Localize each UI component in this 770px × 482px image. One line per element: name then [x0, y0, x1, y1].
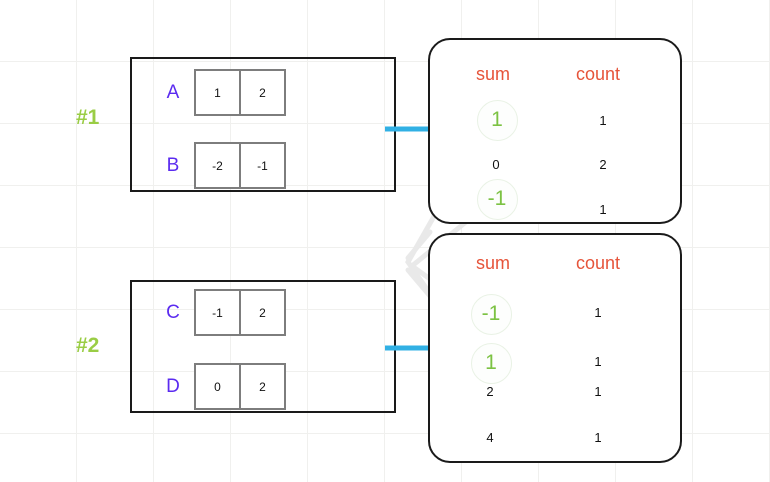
highlight-circle-panel2-row1: [471, 294, 512, 335]
aggregate-sum-panel2-row2: 1: [485, 351, 497, 374]
cell-D-1: 2: [239, 363, 286, 410]
row-letter-A: A: [166, 81, 180, 103]
row-cells-B: -2 -1: [194, 142, 286, 189]
aggregate-sum-panel2-row3: 2: [486, 384, 494, 399]
aggregate-count-panel1-row3: 1: [599, 202, 607, 217]
aggregate-sum-panel2-row4: 4: [486, 430, 494, 445]
aggregate-count-panel2-row1: 1: [594, 305, 602, 320]
aggregate-count-panel2-row4: 1: [594, 430, 602, 445]
aggregate-sum-panel1-row2: 0: [492, 157, 500, 172]
aggregate-sum-panel1-row3: -1: [487, 187, 507, 210]
shuffle-line-stub-b: [405, 267, 433, 299]
cell-B-1: -1: [239, 142, 286, 189]
shuffle-line-stub-a: [405, 229, 433, 261]
row-cells-A: 1 2: [194, 69, 286, 116]
cell-B-0: -2: [194, 142, 241, 189]
aggregate-header-count-1: count: [576, 64, 621, 84]
table-row: B -2 -1: [152, 142, 286, 189]
aggregate-header-sum-2: sum: [476, 253, 511, 273]
cell-C-1: 2: [239, 289, 286, 336]
row-cells-D: 0 2: [194, 363, 286, 410]
highlight-circle-panel1-row1: [477, 100, 518, 141]
highlight-circle-panel1-row3: [477, 179, 518, 220]
partition-box-1: [130, 57, 396, 192]
row-cells-C: -1 2: [194, 289, 286, 336]
aggregate-panel-2: sum count: [428, 233, 682, 463]
cell-A-1: 2: [239, 69, 286, 116]
partition-label-2: #2: [76, 334, 100, 357]
highlight-circle-panel2-row2: [471, 343, 512, 384]
aggregate-count-panel2-row2: 1: [594, 354, 602, 369]
aggregate-panel-1: sum count: [428, 38, 682, 224]
aggregate-count-panel2-row3: 1: [594, 384, 602, 399]
aggregate-header-sum-1: sum: [476, 64, 511, 84]
cell-D-0: 0: [194, 363, 241, 410]
aggregate-sum-panel2-row1: -1: [481, 302, 501, 325]
table-row: D 0 2: [152, 363, 286, 410]
partition-label-1: #1: [76, 106, 100, 129]
cell-A-0: 1: [194, 69, 241, 116]
row-letter-C: C: [166, 301, 180, 323]
aggregate-sum-panel1-row1: 1: [491, 108, 503, 131]
cell-C-0: -1: [194, 289, 241, 336]
aggregate-header-count-2: count: [576, 253, 621, 273]
aggregate-count-panel1-row2: 2: [599, 157, 607, 172]
table-row: A 1 2: [152, 69, 286, 116]
table-row: C -1 2: [152, 289, 286, 336]
row-letter-B: B: [166, 154, 180, 176]
aggregate-count-panel1-row1: 1: [599, 113, 607, 128]
row-letter-D: D: [166, 375, 180, 397]
